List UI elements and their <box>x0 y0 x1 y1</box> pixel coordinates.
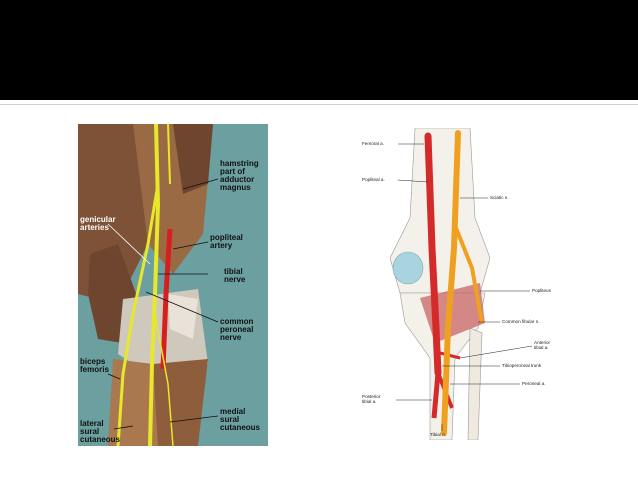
label-genicular: genicular arteries <box>80 215 116 232</box>
small-nerve-path <box>167 124 171 185</box>
label-hamstring: hamstring part of adductor magnus <box>220 159 259 192</box>
slide-divider <box>0 100 638 105</box>
popliteal-artery-path <box>160 228 173 370</box>
posterior-tibial-artery-path <box>431 372 441 419</box>
label-tibial-n: Tibial n. <box>430 432 446 437</box>
leader-hamstring <box>182 178 219 190</box>
sural-nerve-path <box>154 313 174 446</box>
label-popliteal: Popliteal a. <box>362 177 385 182</box>
leader-common-peroneal <box>145 291 219 323</box>
label-tibial-nerve: tibial nerve <box>224 267 246 284</box>
label-common-peroneal: common peroneal nerve <box>220 317 254 342</box>
label-common-fibular: Common fibular n. <box>502 319 540 324</box>
label-anterior-tibial: Anterior tibial a. <box>534 340 551 350</box>
label-biceps-femoris: biceps femoris <box>80 357 109 374</box>
anterior-tibial-artery-path <box>439 351 461 360</box>
left-anatomy-drawing <box>78 124 219 446</box>
label-peroneal: Peroneal a. <box>522 381 546 386</box>
label-tibioperoneal: Tibioperoneal trunk <box>502 363 542 368</box>
label-lateral-sural: lateral sural cutaneous <box>80 419 121 444</box>
condyle-cartilage <box>392 251 424 285</box>
left-anatomy-figure: hamstring part of adductor magnus genicu… <box>78 124 268 446</box>
tibial-nerve-path <box>441 130 461 436</box>
leader-biceps <box>107 373 121 380</box>
leader-popliteal-artery <box>172 241 209 250</box>
label-sciatic: Sciatic n. <box>490 195 509 200</box>
label-femoral: Femoral a. <box>362 141 384 146</box>
calf-muscle-medial <box>153 359 208 446</box>
common-fibular-nerve-path <box>454 227 484 324</box>
tendon-white <box>168 294 198 339</box>
popliteal-artery-path <box>424 132 442 377</box>
peroneal-nerve-path <box>116 183 160 446</box>
right-anatomy-drawing <box>389 128 533 440</box>
leader-anterior-tibial <box>459 345 533 359</box>
slide-header-bar <box>0 0 638 100</box>
label-popliteus: Popliteus <box>532 288 551 293</box>
leader-popliteal <box>397 179 429 183</box>
tibial-nerve-path <box>148 124 161 446</box>
muscle-mass-upper <box>173 124 213 194</box>
label-medial-sural: medial sural cutaneous <box>220 407 261 432</box>
leader-lateral-sural <box>113 425 134 430</box>
label-popliteal-artery: popliteal artery <box>210 233 243 250</box>
label-posterior-tibial: Posterior tibial a. <box>362 394 381 404</box>
leader-medial-sural <box>169 415 219 423</box>
right-anatomy-figure: Femoral a. Popliteal a. Sciatic n. Popli… <box>360 128 560 440</box>
leader-genicular <box>107 223 151 265</box>
